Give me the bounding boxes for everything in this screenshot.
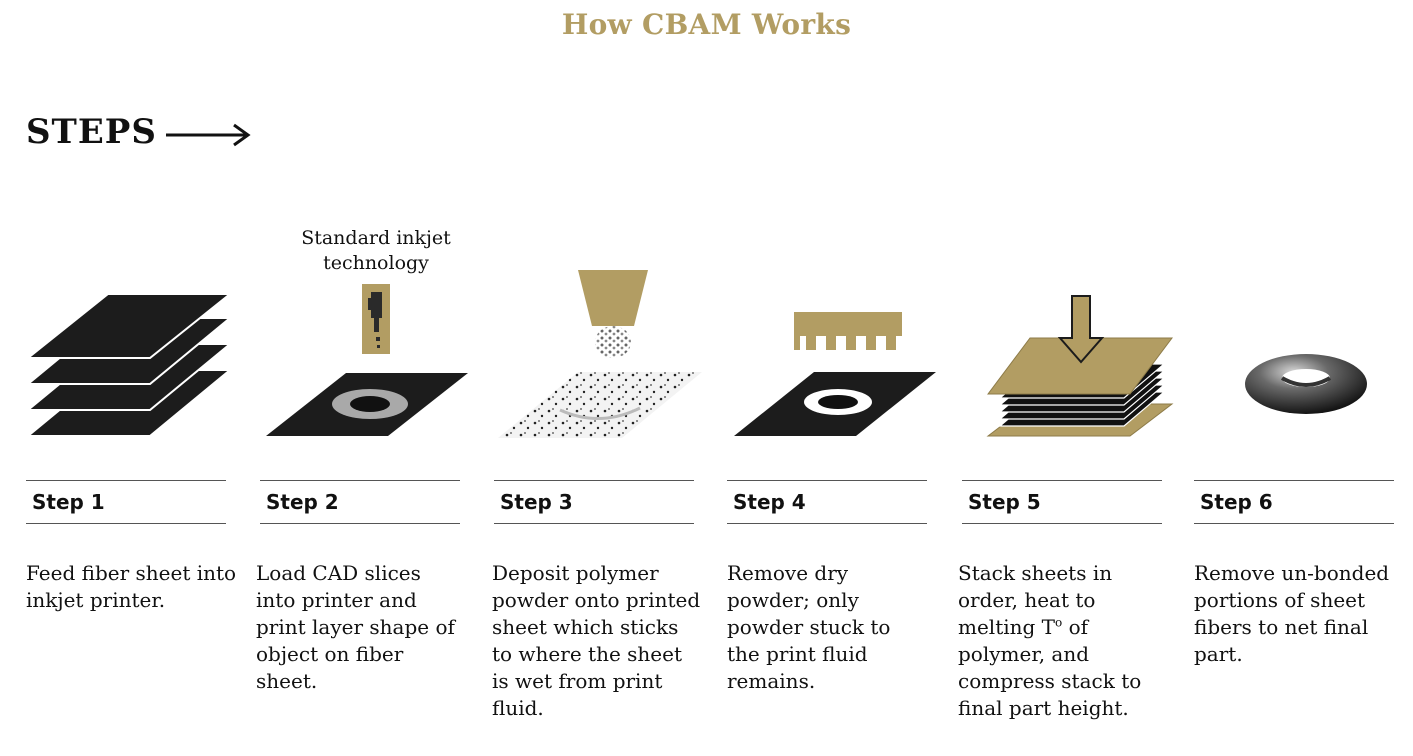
step-1-label: Step 1 [32,490,105,514]
step-5-label: Step 5 [968,490,1041,514]
step-5-description-before: Stack sheets in order, heat to melting T [958,561,1113,639]
inkjet-note: Standard inkjet technology [290,226,462,276]
step-1-header: Step 1 [26,480,226,524]
step-6-label: Step 6 [1200,490,1273,514]
powder-covered-sheet-icon [498,372,702,438]
step-3-description: Deposit polymer powder onto printed shee… [492,561,701,720]
inkjet-printer-icon [362,284,390,354]
page-title: How CBAM Works [561,8,852,41]
cleaned-sheet-icon [734,372,936,436]
step-1-column: Step 1 Feed fiber sheet into inkjet prin… [26,480,236,612]
comb-tool-icon [794,312,902,350]
step-4-description: Remove dry powder; only powder stuck to … [727,561,891,693]
step-3-column: Step 3 Deposit polymer powder onto print… [492,480,700,720]
step-2-description: Load CAD slices into printer and print l… [256,561,455,693]
step-5-description-after: of polymer, and compress stack to final … [958,615,1142,720]
step-4-header: Step 4 [727,480,927,524]
inkjet-note-line-1: Standard inkjet [301,227,451,249]
step-1-description: Feed fiber sheet into inkjet printer. [26,561,237,612]
process-illustrations [25,270,1367,438]
step-4-column: Step 4 Remove dry powder; only powder st… [727,480,927,693]
printed-sheet-icon [266,373,468,436]
powder-hopper-icon [578,270,648,358]
step-5-description: Stack sheets in order, heat to melting T… [958,560,1148,722]
step-5-header: Step 5 [962,480,1162,524]
step-5-column: Step 5 Stack sheets in order, heat to me… [958,480,1162,720]
step-4-label: Step 4 [733,490,806,514]
heated-press-stack-icon [986,295,1174,437]
final-part-torus-icon [1245,354,1367,414]
step-2-header: Step 2 [260,480,460,524]
step-2-column: Step 2 Load CAD slices into printer and … [256,480,460,693]
steps-heading: STEPS [26,112,157,152]
inkjet-note-line-2: technology [323,252,429,274]
right-arrow-icon [166,123,251,147]
step-5-description-sup: o [1055,615,1063,630]
step-3-header: Step 3 [494,480,694,524]
step-6-column: Step 6 Remove un-bonded portions of shee… [1194,480,1394,666]
fiber-sheets-stack-icon [25,293,233,437]
step-6-header: Step 6 [1194,480,1394,524]
step-6-description: Remove un-bonded portions of sheet fiber… [1194,561,1390,666]
step-3-label: Step 3 [500,490,573,514]
step-2-label: Step 2 [266,490,339,514]
